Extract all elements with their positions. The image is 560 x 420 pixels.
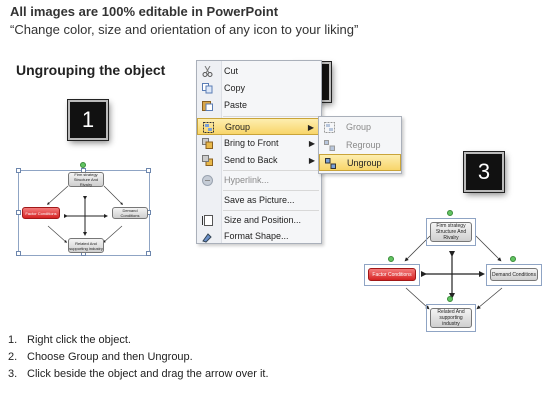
menu-item-label: Cut bbox=[224, 66, 239, 76]
scissors-icon bbox=[202, 66, 213, 77]
node-left: Factor Conditions bbox=[368, 268, 416, 281]
step-text: Click beside the object and drag the arr… bbox=[27, 368, 269, 380]
step-item: 1. Right click the object. bbox=[8, 332, 269, 349]
step-text: Choose Group and then Ungroup. bbox=[27, 351, 193, 363]
submenu-item-ungroup[interactable]: Ungroup bbox=[319, 154, 401, 171]
menu-item-label: Send to Back bbox=[224, 155, 278, 165]
menu-item-send-to-back[interactable]: Send to Back ▶ bbox=[197, 152, 321, 169]
menu-item-label: Ungroup bbox=[347, 158, 382, 168]
rotation-handle[interactable] bbox=[510, 256, 516, 262]
submenu-arrow-icon: ▶ bbox=[308, 156, 315, 165]
menu-item-label: Group bbox=[346, 122, 372, 132]
rotation-handle[interactable] bbox=[80, 162, 86, 168]
format-shape-icon bbox=[202, 233, 212, 243]
resize-handle[interactable] bbox=[146, 251, 151, 256]
context-menu: Cut Copy Paste Group ▶ Bring to Front ▶ … bbox=[196, 60, 322, 244]
menu-item-label: Hyperlink... bbox=[224, 175, 270, 185]
menu-item-copy[interactable]: Copy bbox=[197, 80, 321, 97]
menu-item-paste[interactable]: Paste bbox=[197, 97, 321, 114]
header-line-2: “Change color, size and orientation of a… bbox=[10, 22, 359, 37]
menu-item-label: Paste bbox=[224, 100, 248, 110]
hyperlink-icon bbox=[202, 175, 213, 186]
rotation-handle[interactable] bbox=[447, 296, 453, 302]
node-left: Factor Conditions bbox=[22, 207, 60, 219]
group-icon bbox=[324, 122, 335, 133]
menu-item-label: Group bbox=[225, 122, 251, 132]
header-line-1: All images are 100% editable in PowerPoi… bbox=[10, 4, 279, 19]
menu-item-hyperlink[interactable]: Hyperlink... bbox=[197, 172, 321, 189]
group-icon bbox=[203, 122, 214, 133]
size-position-icon bbox=[202, 215, 213, 226]
step-number: 2. bbox=[8, 351, 18, 363]
diagram-1[interactable]: Firm strategy Structure And Rivalry Fact… bbox=[16, 162, 152, 258]
node-top: Firm strategy Structure And Rivalry bbox=[68, 172, 104, 187]
menu-item-label: Regroup bbox=[346, 140, 381, 150]
submenu-item-regroup[interactable]: Regroup bbox=[319, 137, 401, 154]
menu-item-format-shape[interactable]: Format Shape... bbox=[197, 229, 321, 243]
diagram-arrows bbox=[46, 185, 123, 243]
menu-item-cut[interactable]: Cut bbox=[197, 63, 321, 80]
diagram-3[interactable]: Firm strategy Structure And Rivalry Fact… bbox=[362, 208, 548, 334]
steps-list: 1. Right click the object. 2. Choose Group… bbox=[8, 332, 269, 383]
menu-item-size-position[interactable]: Size and Position... bbox=[197, 212, 321, 229]
rotation-handle[interactable] bbox=[388, 256, 394, 262]
resize-handle[interactable] bbox=[16, 168, 21, 173]
selection-frame bbox=[426, 218, 476, 246]
rotation-handle[interactable] bbox=[447, 210, 453, 216]
group-submenu: Group Regroup Ungroup bbox=[318, 116, 402, 174]
submenu-arrow-icon: ▶ bbox=[308, 139, 315, 148]
menu-item-label: Size and Position... bbox=[224, 215, 302, 225]
step-item: 3. Click beside the object and drag the a… bbox=[8, 366, 269, 383]
step-number: 3. bbox=[8, 368, 18, 380]
node-bottom: Related And supporting industry bbox=[430, 308, 472, 328]
menu-item-group[interactable]: Group ▶ bbox=[197, 118, 321, 135]
step-badge-1: 1 bbox=[68, 100, 108, 140]
section-title: Ungrouping the object bbox=[16, 62, 166, 78]
bring-to-front-icon bbox=[202, 138, 213, 149]
node-bottom: Related And supporting industry bbox=[68, 238, 104, 253]
menu-item-save-as-picture[interactable]: Save as Picture... bbox=[197, 192, 321, 209]
step-number: 1. bbox=[8, 334, 18, 346]
menu-item-label: Save as Picture... bbox=[224, 195, 295, 205]
selection-frame bbox=[486, 264, 542, 286]
copy-icon bbox=[202, 83, 213, 94]
ungroup-icon bbox=[325, 158, 336, 169]
paste-icon bbox=[202, 101, 213, 111]
resize-handle[interactable] bbox=[16, 210, 21, 215]
diagram-arrows bbox=[404, 235, 503, 310]
menu-item-label: Format Shape... bbox=[224, 231, 289, 241]
regroup-icon bbox=[324, 140, 335, 151]
node-right: Demand Conditions bbox=[490, 268, 538, 281]
node-top: Firm strategy Structure And Rivalry bbox=[430, 222, 472, 242]
submenu-arrow-icon: ▶ bbox=[307, 123, 314, 132]
resize-handle[interactable] bbox=[146, 168, 151, 173]
step-badge-3: 3 bbox=[464, 152, 504, 192]
selection-frame bbox=[426, 304, 476, 332]
selection-frame bbox=[364, 264, 420, 286]
menu-item-label: Copy bbox=[224, 83, 246, 93]
submenu-item-group[interactable]: Group bbox=[319, 119, 401, 136]
resize-handle[interactable] bbox=[16, 251, 21, 256]
send-to-back-icon bbox=[202, 155, 213, 166]
menu-item-bring-to-front[interactable]: Bring to Front ▶ bbox=[197, 135, 321, 152]
menu-item-label: Bring to Front bbox=[224, 138, 279, 148]
step-text: Right click the object. bbox=[27, 334, 131, 346]
node-right: Demand Conditions bbox=[112, 207, 148, 219]
step-item: 2. Choose Group and then Ungroup. bbox=[8, 349, 269, 366]
